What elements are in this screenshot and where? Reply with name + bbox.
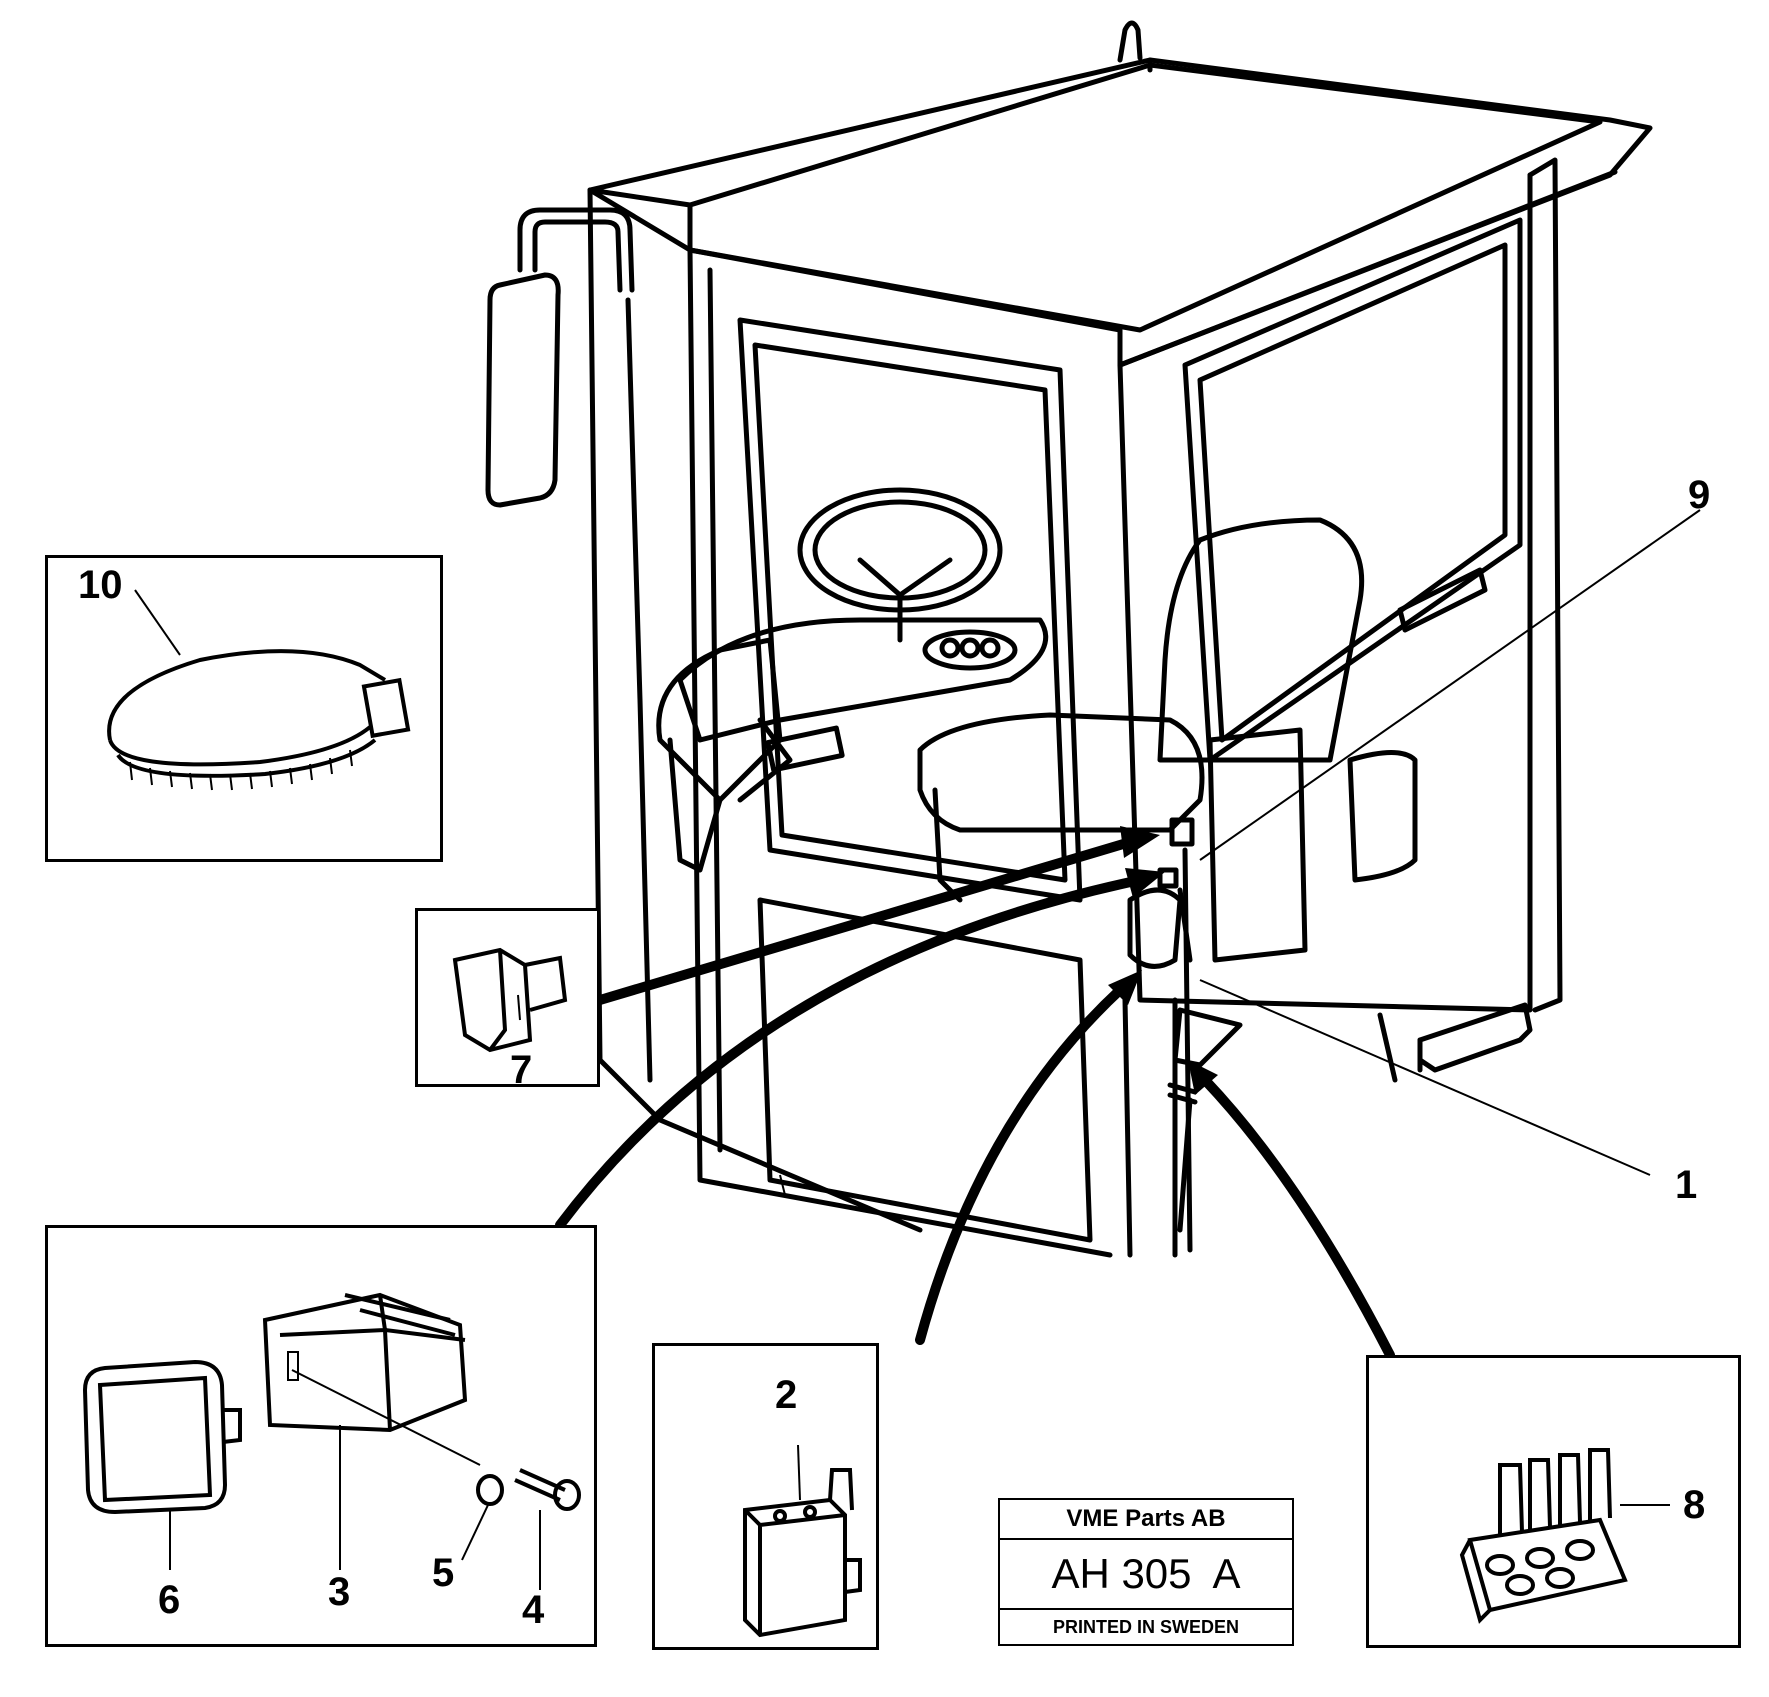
company-name: VME Parts AB: [1000, 1500, 1292, 1540]
inset-bracket: [1366, 1355, 1741, 1648]
callout-2: 2: [775, 1373, 798, 1417]
callout-10: 10: [78, 563, 123, 607]
inset-connector: [652, 1343, 879, 1650]
callout-3: 3: [328, 1570, 351, 1614]
title-block: VME Parts AB AH 305 A PRINTED IN SWEDEN: [998, 1498, 1294, 1646]
callout-1: 1: [1675, 1163, 1698, 1207]
drawing-code: AH 305 A: [1000, 1540, 1292, 1610]
printed-note: PRINTED IN SWEDEN: [1052, 1617, 1239, 1637]
callout-7: 7: [510, 1048, 533, 1092]
callout-6: 6: [158, 1578, 181, 1622]
callout-9: 9: [1688, 473, 1711, 517]
callout-4: 4: [522, 1588, 545, 1632]
inset-cable-tie: [45, 555, 443, 862]
callout-8: 8: [1683, 1483, 1706, 1527]
callout-5: 5: [432, 1551, 455, 1595]
inset-fuse: [415, 908, 600, 1087]
inset-relay-parts: [45, 1225, 597, 1647]
